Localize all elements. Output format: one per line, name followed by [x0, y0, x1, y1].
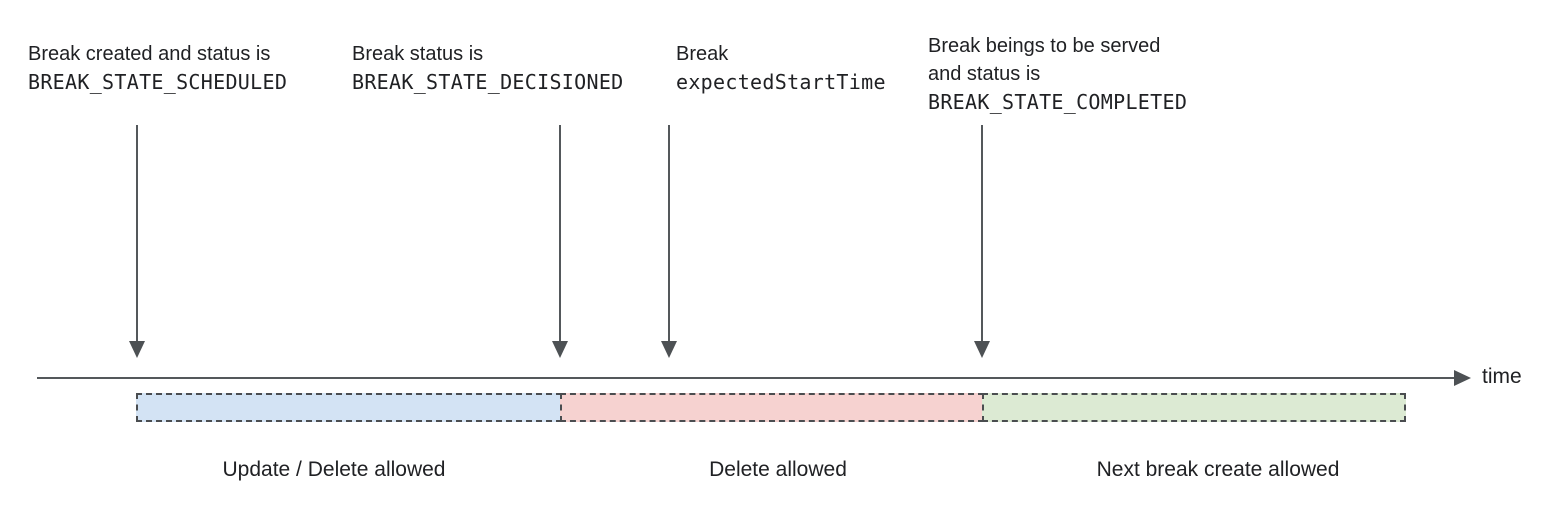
arrow-shaft	[668, 125, 670, 343]
segment-update-delete-allowed	[136, 393, 562, 422]
segment-next-break-create-allowed	[982, 393, 1406, 422]
arrow-head	[974, 341, 990, 358]
annotation-text: Break beings to be served	[928, 35, 1161, 57]
segment-caption: Update / Delete allowed	[222, 458, 446, 481]
annotation-break-decisioned: Break status is BREAK_STATE_DECISIONED	[352, 40, 624, 96]
time-axis-label: time	[1482, 365, 1522, 388]
annotation-code: BREAK_STATE_SCHEDULED	[28, 70, 288, 94]
annotation-text: and status is	[928, 63, 1041, 85]
annotation-text: Break status is	[352, 43, 484, 65]
annotation-break-completed: Break beings to be served and status is …	[928, 32, 1187, 116]
arrow-shaft	[981, 125, 983, 343]
segment-caption: Next break create allowed	[1096, 458, 1340, 481]
arrow-head	[552, 341, 568, 358]
annotation-code: BREAK_STATE_COMPLETED	[928, 90, 1188, 114]
annotation-code: BREAK_STATE_DECISIONED	[352, 70, 624, 94]
time-axis-line	[37, 377, 1457, 379]
right-arrow-icon	[1454, 370, 1471, 386]
annotation-code: expectedStartTime	[676, 70, 886, 94]
arrow-head	[129, 341, 145, 358]
arrow-shaft	[136, 125, 138, 343]
segment-delete-allowed	[560, 393, 984, 422]
annotation-break-created: Break created and status is BREAK_STATE_…	[28, 40, 287, 96]
annotation-expected-start-time: Break expectedStartTime	[676, 40, 886, 96]
annotation-text: Break	[676, 43, 729, 65]
segment-caption: Delete allowed	[709, 458, 847, 481]
annotation-text: Break created and status is	[28, 43, 271, 65]
arrow-head	[661, 341, 677, 358]
arrow-shaft	[559, 125, 561, 343]
